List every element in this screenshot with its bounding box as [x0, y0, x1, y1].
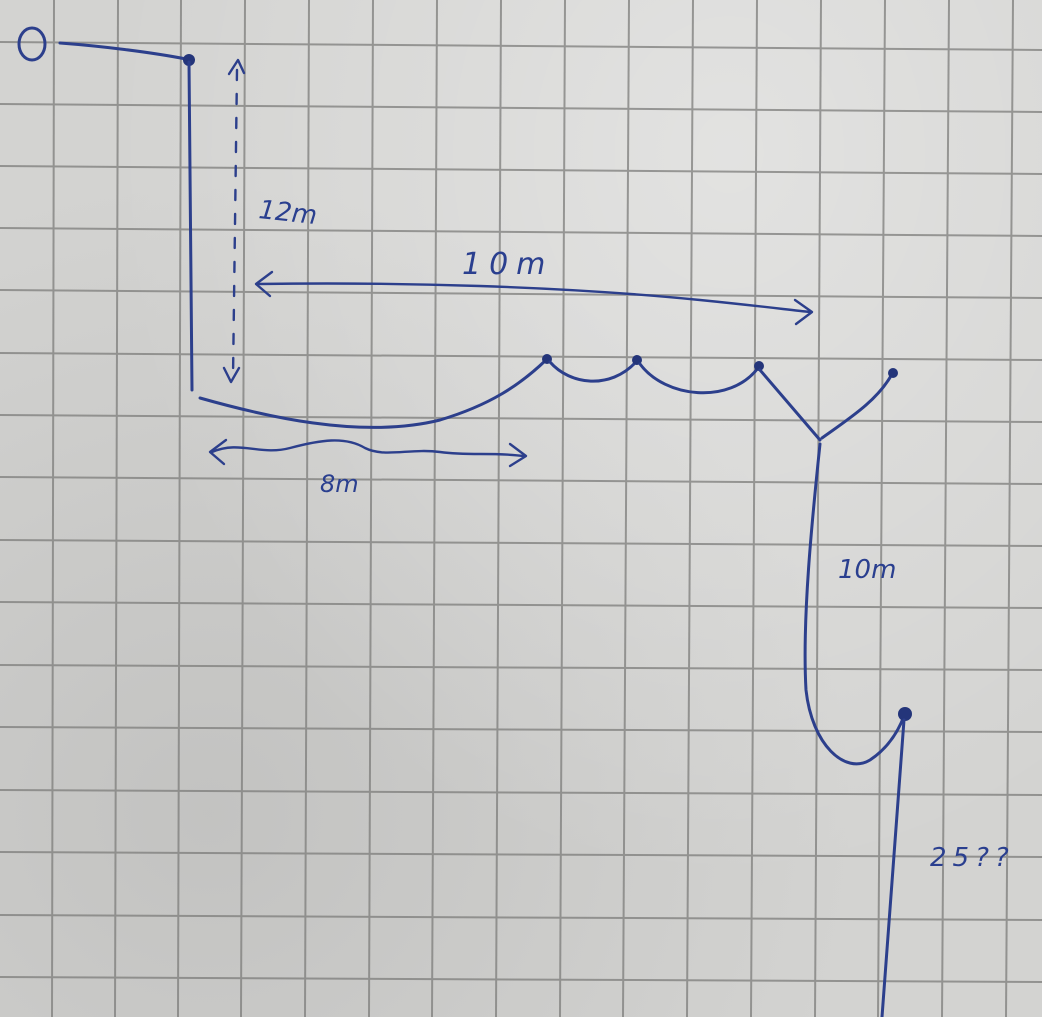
span-bottom-arrowhead-right [508, 442, 528, 468]
span-top-arrowhead-left [254, 270, 274, 298]
final-drop-label: 25?? [930, 843, 1015, 873]
vertical-right-label: 10m [838, 555, 896, 585]
anchor-point-top [183, 54, 195, 66]
span-bottom-arrowhead-left [208, 438, 228, 466]
drop-dimension-arrow-bottom [222, 366, 241, 384]
span-top-label: 10m [462, 247, 553, 282]
start-marker-zero [17, 26, 47, 62]
drop-dimension-dashed [231, 68, 239, 380]
span-bottom-label: 8m [320, 470, 359, 498]
v-left-arm [758, 368, 822, 442]
v-right-arm [820, 372, 894, 440]
vertical-drop-line [187, 60, 194, 392]
anchor-point-3 [754, 361, 764, 371]
final-drop-line [880, 718, 906, 1017]
anchor-point-bottom [898, 707, 912, 721]
scallop-1 [548, 360, 638, 383]
right-vertical-curve [803, 442, 906, 766]
drop-height-label: 12m [257, 195, 318, 231]
drop-dimension-arrow-top [227, 58, 246, 76]
span-bottom-arrow-line [210, 439, 526, 458]
bottom-curve [198, 358, 548, 429]
anchor-point-4 [888, 368, 898, 378]
span-top-arrowhead-right [793, 298, 814, 326]
start-segment [58, 41, 188, 61]
span-top-arrow-line [256, 282, 812, 314]
scallop-2 [638, 362, 760, 395]
anchor-point-2 [632, 355, 642, 365]
